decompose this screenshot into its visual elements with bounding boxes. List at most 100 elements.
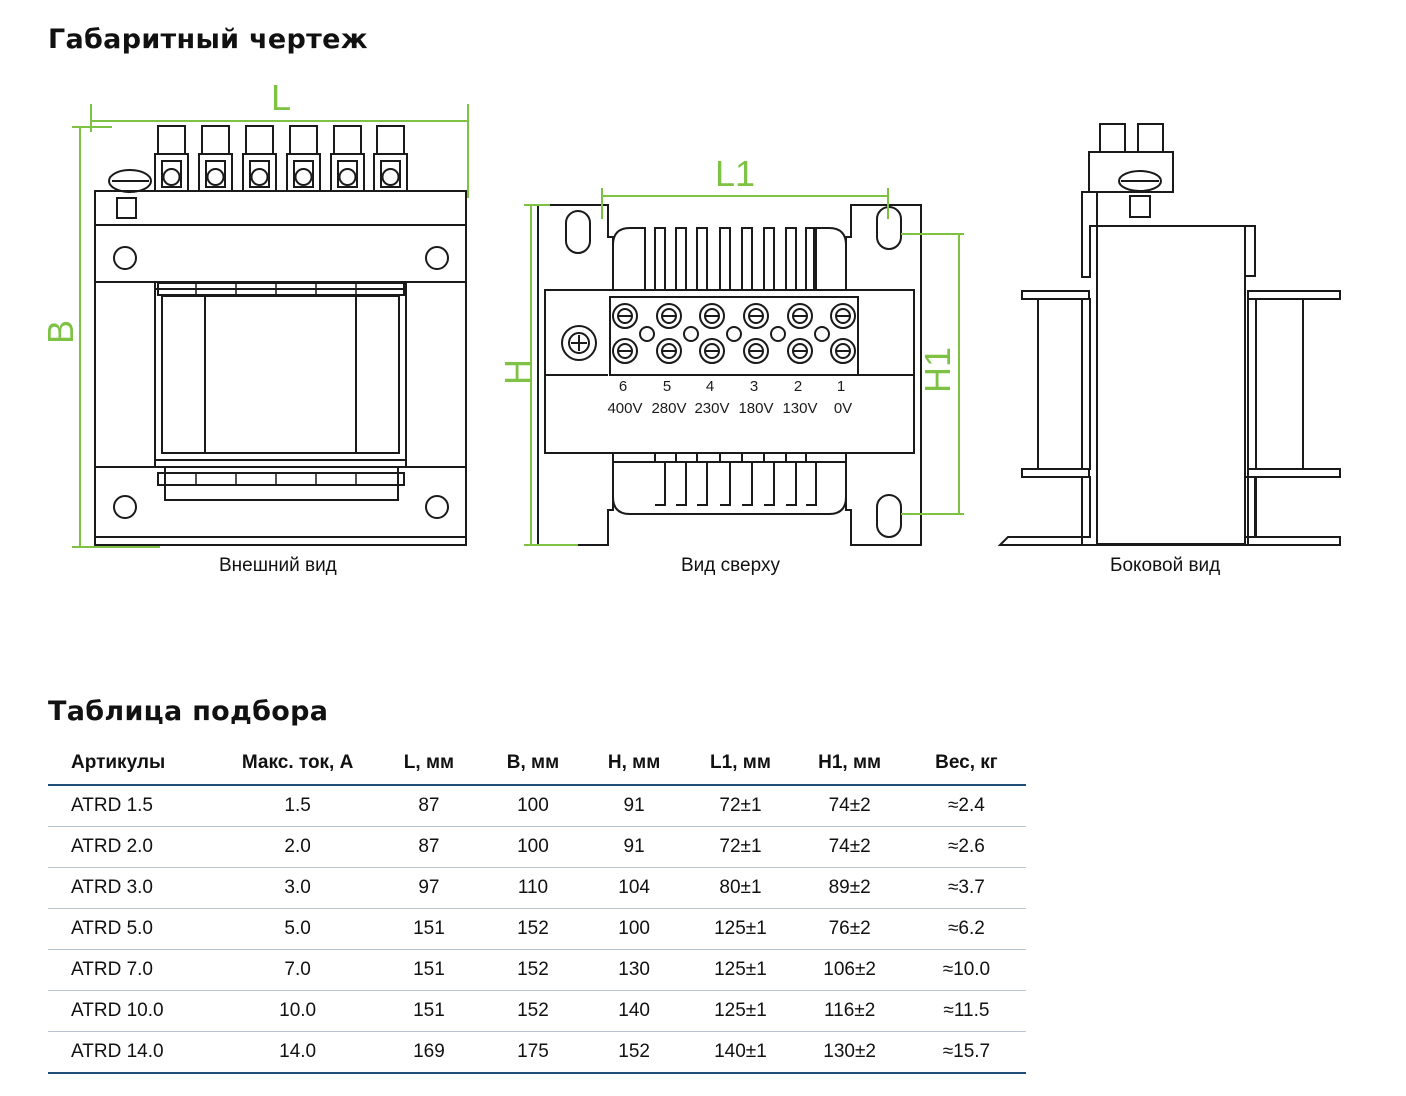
terminal-screw [656,303,682,329]
table-cell: 7.0 [223,949,372,991]
table-cell: ≈15.7 [906,1031,1026,1074]
table-cell: 72±1 [688,826,793,868]
column-header: L1, мм [688,741,793,786]
terminal-screw [612,303,638,329]
table-cell: 125±1 [688,990,793,1032]
table-cell: ≈6.2 [906,908,1026,950]
terminal-voltage: 130V [782,400,817,417]
table-cell: 140±1 [688,1031,793,1074]
table-cell: 2.0 [223,826,372,868]
terminal-voltage: 0V [834,400,852,417]
column-header: H, мм [579,741,689,786]
table-cell: 72±1 [688,785,793,827]
terminal-number: 3 [750,378,758,395]
coil-tooth [741,453,753,506]
table-cell: 80±1 [688,867,793,909]
table-cell: 110 [486,867,580,909]
terminal-1: 10V [830,303,856,417]
table-cell: 151 [371,990,487,1032]
coil-tooth [696,453,708,506]
dimension-label-h: H [497,359,538,385]
table-cell: 3.0 [223,867,372,909]
table-cell: 91 [579,785,689,827]
table-cell: 175 [486,1031,580,1074]
table-cell: 87 [371,826,487,868]
column-header: L, мм [371,741,487,786]
top-view-caption: Вид сверху [681,555,780,576]
column-header: H1, мм [792,741,907,786]
table-cell: 97 [371,867,487,909]
table-cell: 104 [579,867,689,909]
terminal-screw [743,303,769,329]
table-cell: 151 [371,949,487,991]
terminal-screw [830,303,856,329]
terminal-screw [699,303,725,329]
table-cell: 74±2 [792,785,907,827]
terminal-screw [699,338,725,364]
table-cell: ATRD 2.0 [48,826,224,868]
table-cell: ATRD 1.5 [48,785,224,827]
coil-tooth [763,453,775,506]
terminal-number: 4 [706,378,714,395]
front-terminal [286,125,321,192]
table-cell: 169 [371,1031,487,1074]
terminal-number: 6 [619,378,627,395]
table-cell: 74±2 [792,826,907,868]
table-cell: 125±1 [688,908,793,950]
coil-tooth [654,227,666,290]
table-cell: 100 [486,785,580,827]
terminal-screw [830,338,856,364]
terminal-voltage: 400V [607,400,642,417]
dimension-label-b: B [40,320,81,344]
terminal-number: 1 [837,378,845,395]
coil-tooth [785,453,797,506]
front-view-drawing: L B [40,77,469,548]
selection-table: Артикулы Макс. ток, А L, мм B, мм H, мм … [48,741,1026,1074]
coil-tooth [805,453,817,506]
terminal-screw [656,338,682,364]
front-view: L B Внешний вид [0,0,480,590]
front-terminal [373,125,408,192]
table-cell: 76±2 [792,908,907,950]
table-cell: ≈11.5 [906,990,1026,1032]
table-cell: 106±2 [792,949,907,991]
front-terminal [198,125,233,192]
front-view-caption: Внешний вид [219,555,337,576]
side-view: Боковой вид [990,0,1370,590]
table-cell: ATRD 5.0 [48,908,224,950]
table-cell: 100 [486,826,580,868]
coil-tooth [675,227,687,290]
terminal-screw [787,338,813,364]
terminal-number: 2 [794,378,802,395]
table-cell: 152 [486,949,580,991]
table-cell: 14.0 [223,1031,372,1074]
front-terminal [330,125,365,192]
table-cell: 5.0 [223,908,372,950]
coil-tooth [785,227,797,290]
coil-tooth [719,227,731,290]
dimension-label-l1: L1 [715,153,755,194]
front-terminal [242,125,277,192]
table-cell: 87 [371,785,487,827]
table-cell: 151 [371,908,487,950]
coil-tooth [805,227,817,290]
column-header: B, мм [486,741,580,786]
dimension-label-l: L [271,77,291,118]
terminal-screw [787,303,813,329]
table-cell: 130 [579,949,689,991]
table-header-row: Артикулы Макс. ток, А L, мм B, мм H, мм … [48,741,1026,786]
column-header: Артикулы [48,741,224,786]
table-cell: 152 [579,1031,689,1074]
dimension-label-h1: H1 [917,347,958,393]
table-cell: 125±1 [688,949,793,991]
table-cell: 91 [579,826,689,868]
terminal-2: 2 130V [782,303,830,417]
